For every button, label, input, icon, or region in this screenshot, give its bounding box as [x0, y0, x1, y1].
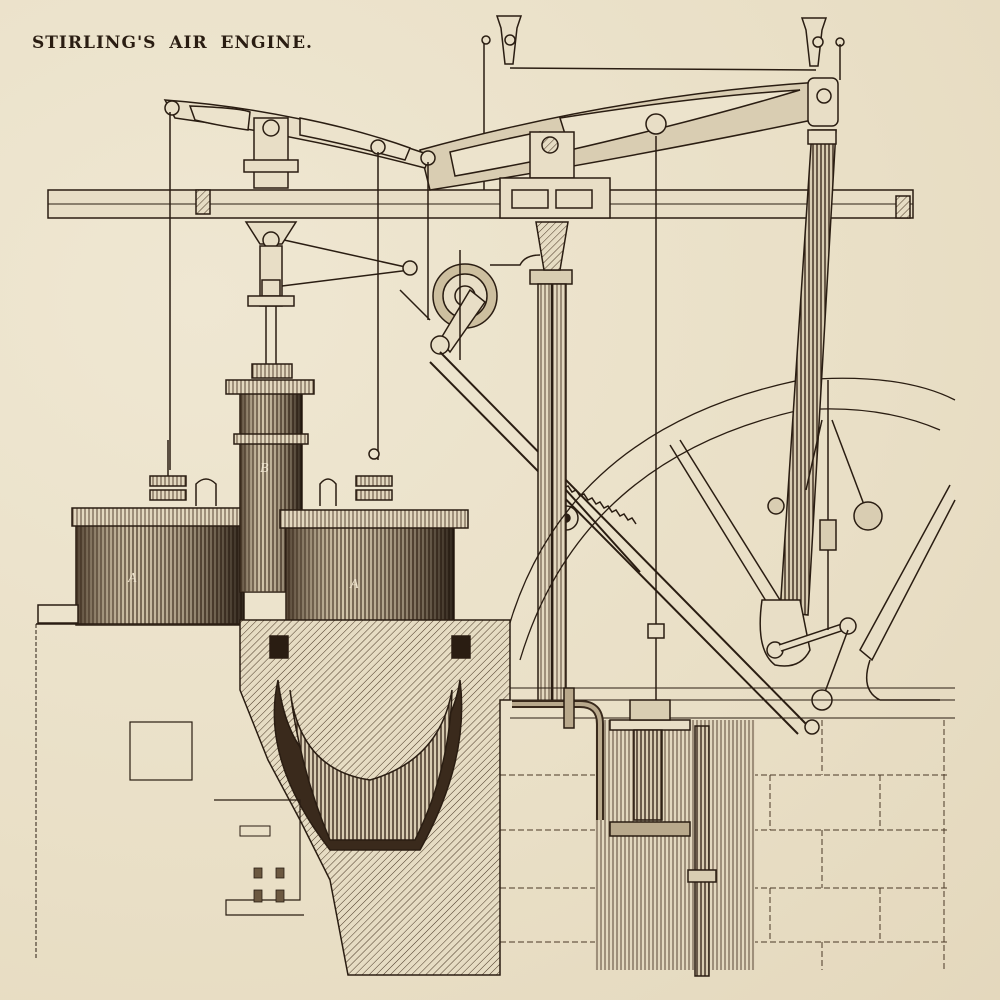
masonry	[500, 720, 948, 970]
air-pump	[512, 687, 755, 977]
governor	[767, 380, 883, 630]
valve-gear-top	[481, 15, 845, 190]
engine-bed	[510, 687, 955, 719]
furnace	[239, 619, 511, 976]
center-piston-rod	[244, 221, 418, 365]
cylinder-b-center	[225, 363, 315, 593]
bevel-gear	[399, 250, 541, 360]
support-column	[529, 221, 573, 705]
crank-rod	[759, 129, 857, 735]
walking-beam	[419, 77, 839, 219]
label-cylinder-b: B	[260, 461, 269, 476]
label-cylinder-a-left: A	[127, 571, 137, 586]
base-block	[35, 623, 304, 960]
flywheel	[504, 377, 956, 701]
cylinder-a-left	[37, 440, 259, 626]
plate-title: STIRLING'S AIR ENGINE.	[32, 33, 313, 53]
frame-beam	[47, 189, 914, 219]
displacer-beam	[163, 99, 436, 189]
label-cylinder-a-right: A	[349, 577, 359, 592]
